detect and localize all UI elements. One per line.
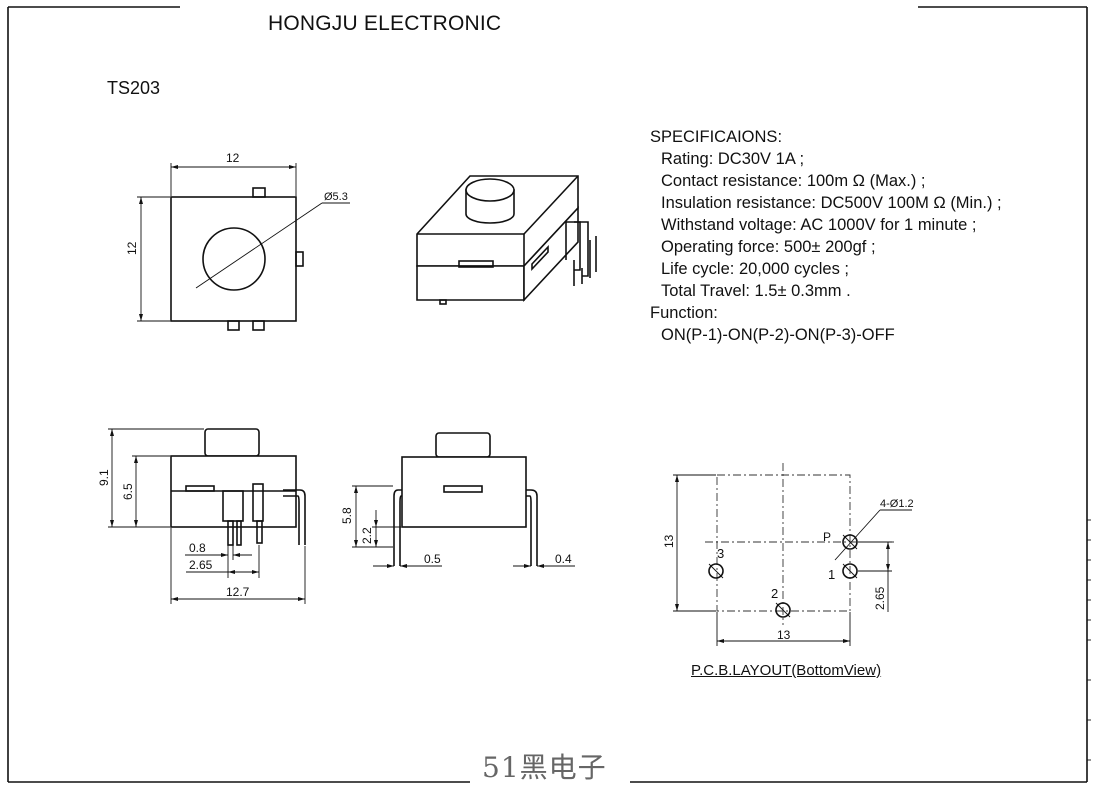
pcb-layout-title: P.C.B.LAYOUT(BottomView) (691, 662, 882, 679)
dim-button-dia: Ø5.3 (324, 191, 348, 203)
function-title: Function: (650, 304, 718, 322)
dim-pcb-height: 13 (662, 534, 676, 548)
sheet-border (7, 6, 1091, 783)
pin-label-p: P (823, 530, 831, 544)
spec-insulation-resistance: Insulation resistance: DC500V 100M Ω (Mi… (661, 194, 1002, 212)
dim-pcb-hole: 4-Ø1.2 (880, 498, 914, 510)
dim-pin-width: 0.8 (189, 541, 206, 555)
dim-pcb-width: 13 (777, 628, 791, 642)
spec-contact-resistance: Contact resistance: 100m Ω (Max.) ; (661, 172, 926, 190)
spec-life-cycle: Life cycle: 20,000 cycles ; (661, 260, 850, 278)
isometric-view (416, 175, 597, 305)
watermark: 51黑电子 (482, 751, 607, 784)
spec-rating: Rating: DC30V 1A ; (661, 150, 805, 168)
dim-top-width: 12 (226, 151, 240, 165)
dim-top-height: 12 (125, 241, 139, 255)
side-view (108, 428, 306, 604)
spec-total-travel: Total Travel: 1.5± 0.3mm . (661, 282, 851, 300)
dim-pcb-pitch: 2.65 (873, 586, 887, 610)
spec-withstand-voltage: Withstand voltage: AC 1000V for 1 minute… (661, 216, 977, 234)
dim-side-total-height: 9.1 (97, 469, 111, 486)
model-number: TS203 (107, 78, 161, 98)
specifications-block: SPECIFICAIONS: Rating: DC30V 1A ; Contac… (650, 126, 1002, 346)
function-value: ON(P-1)-ON(P-2)-ON(P-3)-OFF (661, 326, 895, 344)
dim-front-pin-offset: 0.4 (555, 552, 572, 566)
dim-side-body-height: 6.5 (121, 483, 135, 500)
dim-side-total-width: 12.7 (226, 585, 250, 599)
spec-operating-force: Operating force: 500± 200gf ; (661, 238, 876, 256)
dim-front-pin-height: 2.2 (360, 527, 374, 544)
company-title: HONGJU ELECTRONIC (268, 12, 502, 35)
dim-front-height: 5.8 (340, 507, 354, 524)
dim-front-pin-thick: 0.5 (424, 552, 441, 566)
pin-label-3: 3 (717, 546, 724, 561)
pcb-layout (673, 463, 912, 646)
specs-title: SPECIFICAIONS: (650, 128, 783, 146)
pin-label-2: 2 (771, 586, 778, 601)
pin-label-1: 1 (828, 567, 835, 582)
front-view (352, 432, 575, 568)
top-view (137, 163, 350, 331)
dim-pin-pitch: 2.65 (189, 558, 213, 572)
